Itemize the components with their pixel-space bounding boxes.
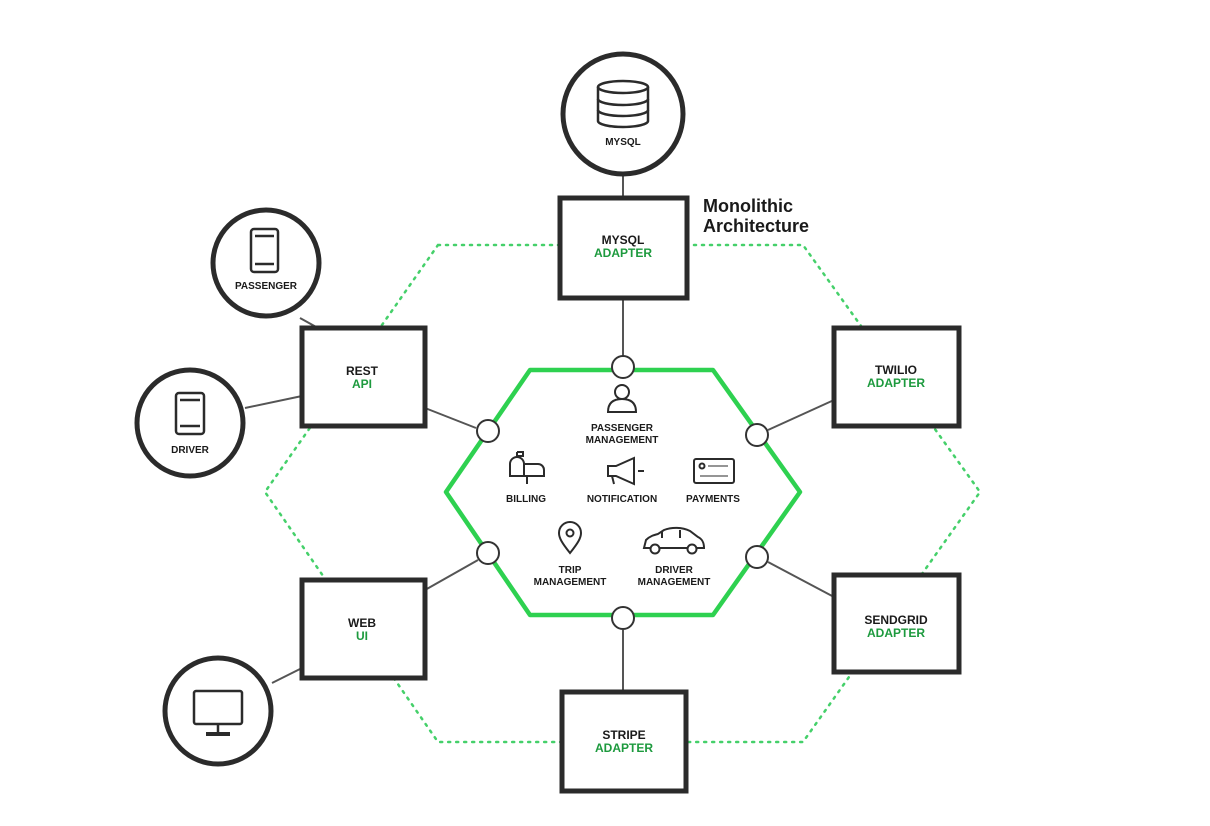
- driver-management-line-2: MANAGEMENT: [638, 577, 711, 588]
- port-bottom-left: [476, 541, 500, 565]
- adapter-stripe: STRIPE ADAPTER: [559, 689, 689, 794]
- module-payments: PAYMENTS: [686, 458, 740, 505]
- port-bottom: [611, 606, 635, 630]
- credit-card-icon: [693, 458, 735, 484]
- line-sendgrid-to-core: [767, 561, 835, 598]
- port-top: [611, 355, 635, 379]
- stripe-adapter-line-2: ADAPTER: [595, 741, 653, 755]
- module-billing: BILLING: [506, 451, 546, 505]
- port-bottom-right: [745, 545, 769, 569]
- adapter-twilio: TWILIO ADAPTER: [831, 325, 962, 429]
- adapter-sendgrid: SENDGRID ADAPTER: [831, 572, 962, 675]
- line-web-to-core: [424, 559, 479, 591]
- twilio-adapter-line-1: TWILIO: [875, 363, 917, 377]
- external-mysql-database: MYSQL: [560, 51, 686, 177]
- database-icon: [596, 79, 650, 129]
- outer-boundary-dotted-hexagon: [263, 243, 982, 744]
- mysql-adapter-line-1: MYSQL: [602, 233, 645, 247]
- rest-api-line-2: API: [352, 377, 372, 391]
- billing-label: BILLING: [506, 494, 546, 505]
- megaphone-icon: [607, 456, 644, 486]
- adapter-mysql: MYSQL ADAPTER: [557, 195, 690, 301]
- mysql-db-label: MYSQL: [605, 137, 641, 148]
- mailbox-icon: [509, 451, 545, 484]
- twilio-adapter-line-2: ADAPTER: [867, 376, 925, 390]
- diagram-title-line-1: Monolithic: [703, 196, 793, 216]
- module-passenger-management: PASSENGER MANAGEMENT: [586, 384, 659, 446]
- mobile-phone-icon: [249, 227, 280, 274]
- rest-api-line-1: REST: [346, 364, 379, 378]
- passenger-management-line-1: PASSENGER: [591, 423, 654, 434]
- driver-label: DRIVER: [171, 445, 210, 456]
- external-browser: [162, 655, 274, 767]
- module-driver-management: DRIVER MANAGEMENT: [638, 526, 711, 588]
- tablet-icon: [174, 391, 206, 436]
- notification-label: NOTIFICATION: [587, 494, 657, 505]
- line-monitor-to-web: [271, 667, 303, 684]
- payments-label: PAYMENTS: [686, 494, 740, 505]
- line-twilio-to-core: [767, 399, 835, 431]
- person-icon: [606, 384, 638, 413]
- application-core-hexagon: [443, 367, 803, 618]
- car-icon: [642, 526, 706, 555]
- map-pin-icon: [557, 521, 583, 555]
- connector-lines: [244, 160, 835, 692]
- passenger-management-line-2: MANAGEMENT: [586, 435, 659, 446]
- external-passenger: PASSENGER: [210, 207, 322, 319]
- passenger-label: PASSENGER: [235, 281, 298, 292]
- desktop-monitor-icon: [192, 689, 244, 736]
- stripe-adapter-line-1: STRIPE: [602, 728, 645, 742]
- trip-management-line-2: MANAGEMENT: [534, 577, 607, 588]
- port-top-left: [476, 419, 500, 443]
- external-driver: DRIVER: [134, 367, 246, 479]
- adapter-web-ui: WEB UI: [299, 577, 428, 681]
- driver-management-line-1: DRIVER: [655, 565, 694, 576]
- sendgrid-adapter-line-1: SENDGRID: [864, 613, 928, 627]
- web-ui-line-2: UI: [356, 629, 368, 643]
- diagram-title-line-2: Architecture: [703, 216, 809, 236]
- trip-management-line-1: TRIP: [559, 565, 582, 576]
- port-circles: [476, 355, 769, 630]
- line-driver-to-rest: [244, 395, 303, 409]
- line-rest-to-core: [424, 407, 477, 429]
- module-notification: NOTIFICATION: [587, 456, 657, 505]
- module-trip-management: TRIP MANAGEMENT: [534, 521, 607, 588]
- port-top-right: [745, 423, 769, 447]
- web-ui-line-1: WEB: [348, 616, 376, 630]
- sendgrid-adapter-line-2: ADAPTER: [867, 626, 925, 640]
- mysql-adapter-line-2: ADAPTER: [594, 246, 652, 260]
- adapter-rest-api: REST API: [299, 325, 428, 429]
